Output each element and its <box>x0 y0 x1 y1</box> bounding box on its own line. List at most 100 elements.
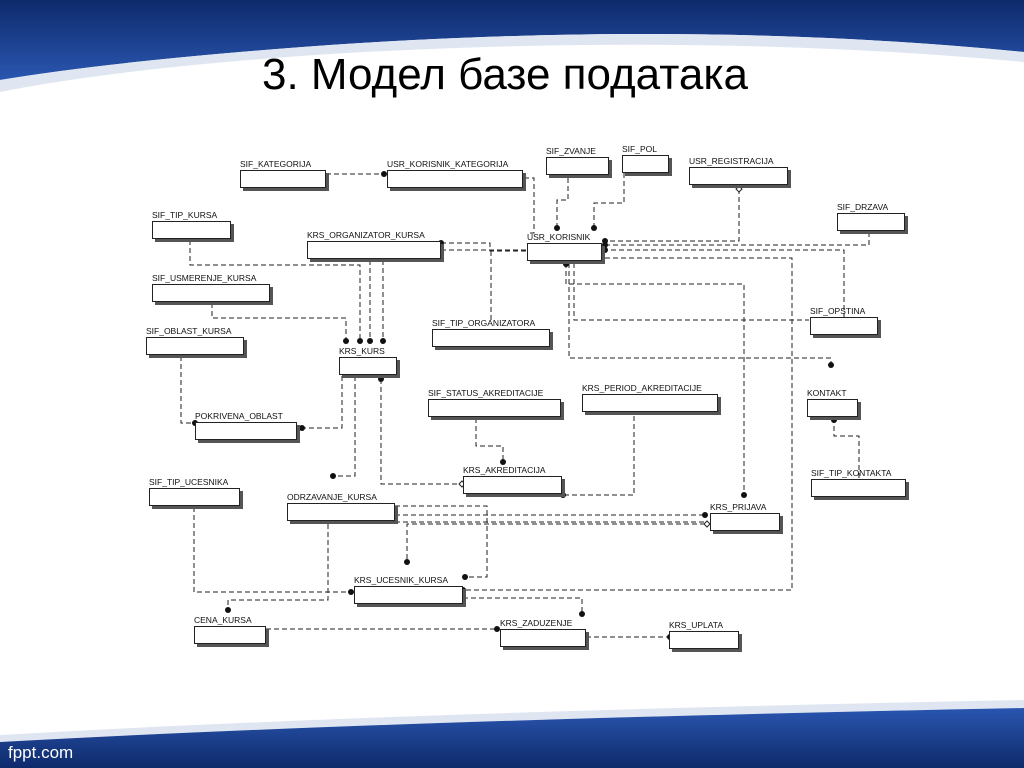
entity-box <box>669 631 739 649</box>
entity-box <box>689 167 788 185</box>
entity-label: SIF_TIP_KONTAKTA <box>811 468 892 478</box>
rel-dot <box>378 376 384 382</box>
entity-label: USR_KORISNIK <box>527 232 591 242</box>
rel-usmerenje-kurs <box>211 303 347 341</box>
entity-label: KRS_UPLATA <box>669 620 724 630</box>
rel-korisnik-opstina <box>573 263 809 321</box>
entity-box <box>307 241 441 259</box>
entity-label: SIF_DRZAVA <box>837 202 889 212</box>
rel-diamond <box>735 185 743 193</box>
rel-dot <box>831 417 837 423</box>
entity-label: USR_REGISTRACIJA <box>689 156 774 166</box>
entity-label: ODRZAVANJE_KURSA <box>287 492 377 502</box>
rel-dot <box>404 559 410 565</box>
rel-drzava-korisnik <box>605 232 870 246</box>
rel-oblast-pokrivena <box>180 356 195 424</box>
entity-box <box>195 422 297 440</box>
rel-diamond <box>703 520 711 528</box>
rel-korisnik-prijava <box>565 263 745 495</box>
entity-box <box>463 476 562 494</box>
entity-box <box>810 317 878 335</box>
entity-box <box>428 399 561 417</box>
rel-dot <box>579 611 585 617</box>
rel-dot <box>380 338 386 344</box>
rel-period-akreditacija <box>563 416 635 496</box>
entity-box <box>354 586 463 604</box>
rel-dot <box>225 607 231 613</box>
entity-box <box>837 213 905 231</box>
rel-kurs-pokrivena <box>302 376 343 429</box>
entity-label: SIF_TIP_KURSA <box>152 210 218 220</box>
entity-label: KRS_ORGANIZATOR_KURSA <box>307 230 425 240</box>
footer-swoosh <box>0 700 1024 742</box>
entity-box <box>807 399 858 417</box>
rel-ucesnik-zaduzenje <box>463 597 583 614</box>
header-swoosh <box>0 34 1024 92</box>
entity-box <box>240 170 326 188</box>
header-band <box>0 0 1024 80</box>
entity-label: SIF_KATEGORIJA <box>240 159 312 169</box>
entity-label: SIF_TIP_UCESNIKA <box>149 477 229 487</box>
entity-box <box>546 157 609 175</box>
entity-box <box>622 155 669 173</box>
entity-box <box>811 479 906 497</box>
entity-label: KONTAKT <box>807 388 847 398</box>
rel-prijava-ucesnik <box>406 523 705 562</box>
entity-label: SIF_OBLAST_KURSA <box>146 326 232 336</box>
footer-brand: fppt.com <box>8 743 74 762</box>
entity-label: KRS_PERIOD_AKREDITACIJE <box>582 383 702 393</box>
entity-box <box>152 221 231 239</box>
rel-kurs-odrzavanje <box>333 376 356 477</box>
rel-zvanje-korisnik <box>556 178 569 228</box>
rel-tip-kontakta-kontakt <box>833 420 860 478</box>
entity-label: POKRIVENA_OBLAST <box>195 411 283 421</box>
entity-label: SIF_POL <box>622 144 657 154</box>
entity-label: KRS_UCESNIK_KURSA <box>354 575 449 585</box>
entity-box <box>432 329 550 347</box>
rel-dot <box>828 362 834 368</box>
rel-registracija-korisnik <box>605 189 740 242</box>
footer-band <box>0 708 1024 768</box>
rel-korisnik-kategorija-korisnik <box>524 177 535 234</box>
rel-dot <box>381 171 387 177</box>
entity-box <box>146 337 244 355</box>
rel-opstina-korisnik <box>605 249 845 318</box>
rel-dot <box>357 338 363 344</box>
entity-box <box>710 513 780 531</box>
rel-korisnik-kontakt <box>568 263 832 365</box>
entity-box <box>194 626 266 644</box>
entity-label: SIF_USMERENJE_KURSA <box>152 273 257 283</box>
rel-dot <box>554 225 560 231</box>
slide-title: 3. Модел базе података <box>261 50 749 99</box>
rel-dot <box>299 425 305 431</box>
rel-odrzavanje-cena <box>227 524 329 610</box>
rel-tip-kursa-kurs <box>189 240 361 341</box>
rel-kurs-akreditacija <box>380 379 462 485</box>
entity-label: KRS_AKREDITACIJA <box>463 465 546 475</box>
entity-label: USR_KORISNIK_KATEGORIJA <box>387 159 509 169</box>
rel-odrzavanje-ucesnik <box>395 505 488 578</box>
rel-tip-ucesnika-ucesnik <box>193 507 351 593</box>
rel-korisnik-ucesnik <box>463 257 793 591</box>
rel-dot <box>367 338 373 344</box>
rel-dot <box>602 242 608 248</box>
entity-label: KRS_KURS <box>339 346 385 356</box>
entity-label: SIF_ZVANJE <box>546 146 596 156</box>
entity-box <box>339 357 397 375</box>
entity-box <box>152 284 270 302</box>
entity-box <box>149 488 240 506</box>
rel-dot <box>741 492 747 498</box>
rel-dot <box>602 247 608 253</box>
entity-label: SIF_OPSTINA <box>810 306 866 316</box>
rel-organizator-korisnik <box>441 242 527 252</box>
rel-dot <box>348 589 354 595</box>
rel-dot <box>343 338 349 344</box>
rel-status-akreditacija <box>475 418 504 462</box>
rel-dot <box>702 512 708 518</box>
entity-label: CENA_KURSA <box>194 615 252 625</box>
rel-dot <box>330 473 336 479</box>
entity-box <box>527 243 602 261</box>
rel-dot <box>563 261 569 267</box>
rel-dot <box>500 459 506 465</box>
